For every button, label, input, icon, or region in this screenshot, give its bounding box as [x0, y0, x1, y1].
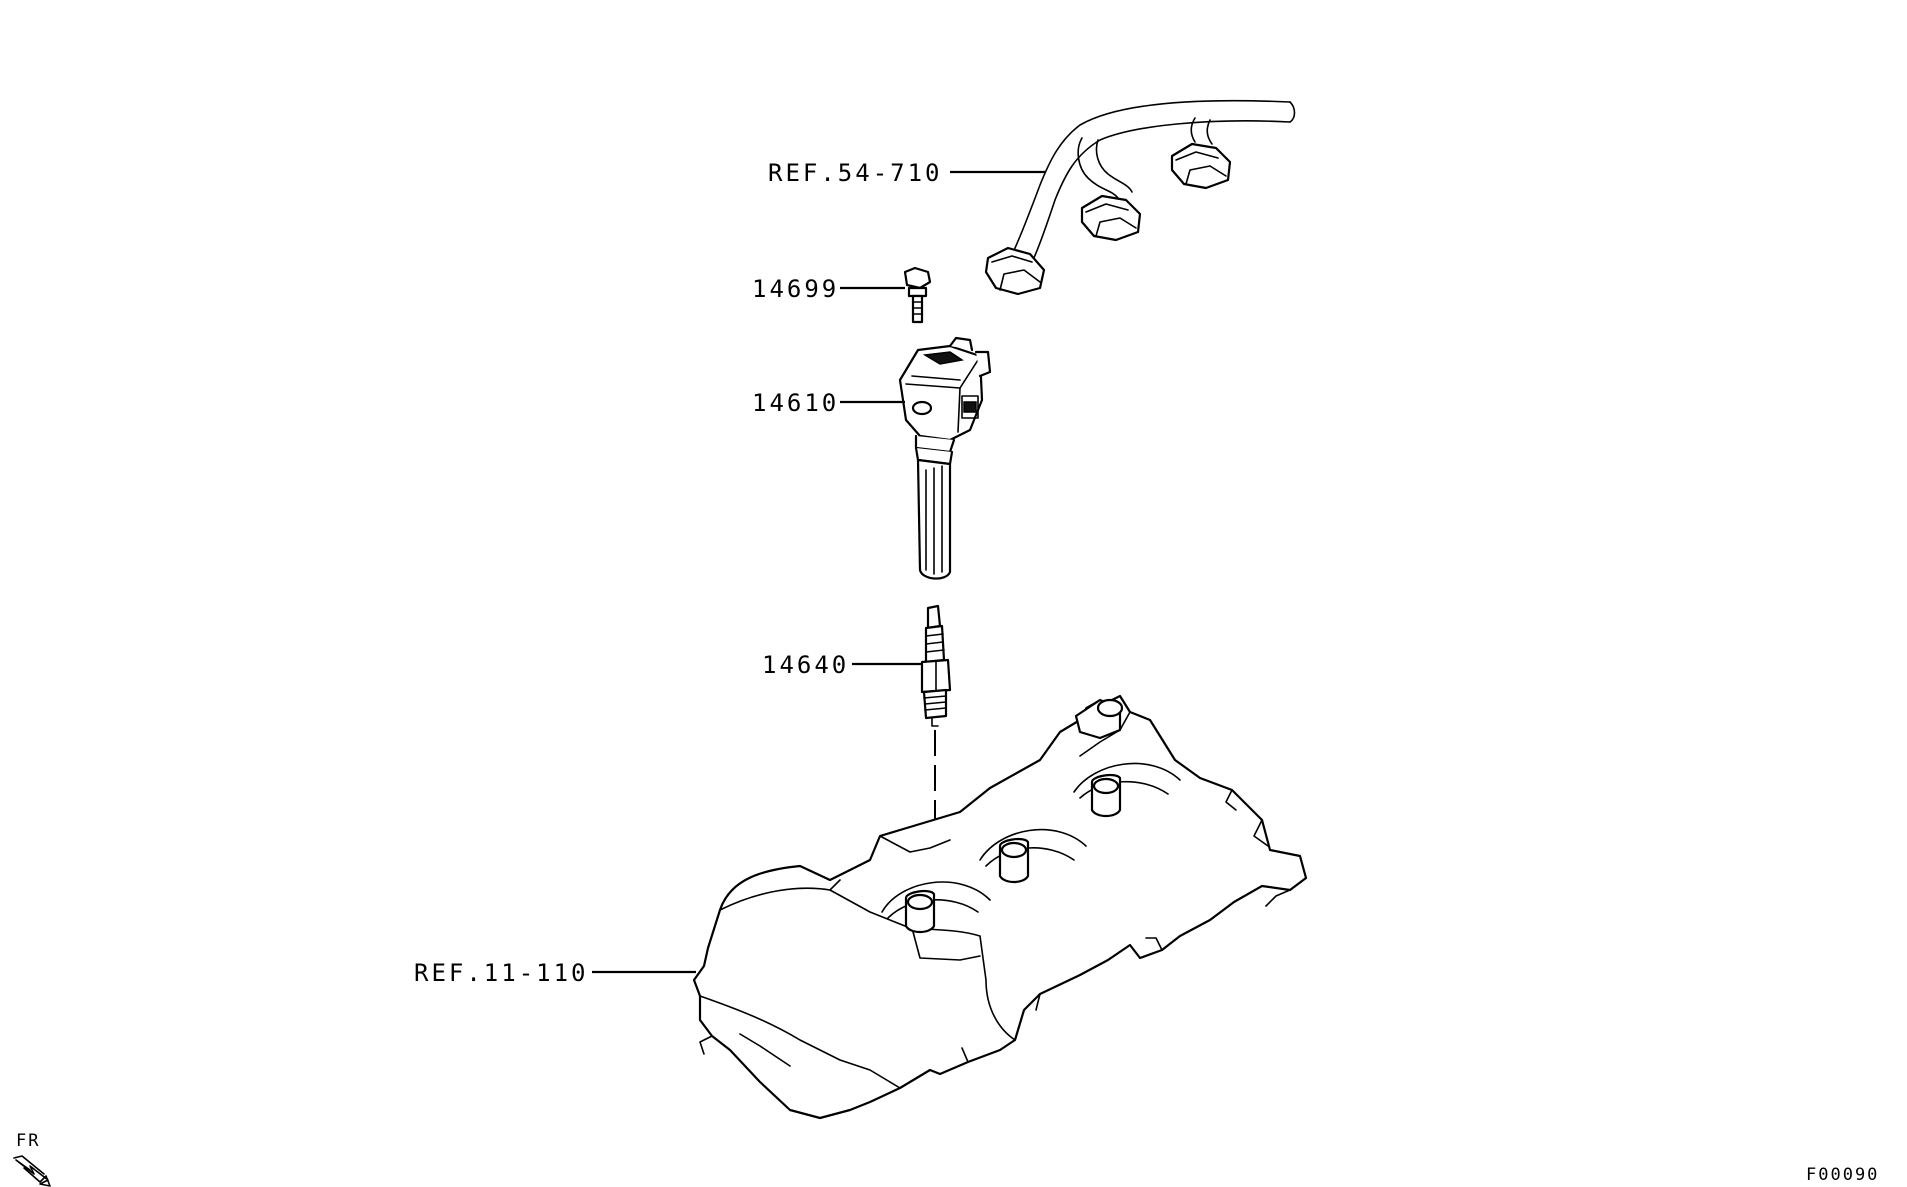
front-direction-arrow-icon [13, 1155, 51, 1187]
figure-code: F00090 [1806, 1165, 1879, 1185]
callout-spark-plug[interactable]: 14640 [762, 651, 849, 679]
ignition-coil[interactable] [898, 336, 992, 580]
spark-plug[interactable] [920, 604, 952, 727]
orientation-label: FR [16, 1131, 40, 1151]
harness-connector-left [984, 246, 1046, 296]
rocker-cover[interactable] [692, 694, 1308, 1120]
harness-connector-middle [1080, 194, 1142, 242]
bolt[interactable] [903, 266, 932, 324]
wire-harness[interactable] [984, 99, 1296, 296]
callout-ignition-coil[interactable]: 14610 [752, 389, 839, 417]
callout-bolt[interactable]: 14699 [752, 275, 839, 303]
callout-harness-ref[interactable]: REF.54-710 [768, 159, 943, 187]
harness-connector-right [1170, 142, 1232, 190]
callout-rocker-cover-ref[interactable]: REF.11-110 [414, 959, 589, 987]
